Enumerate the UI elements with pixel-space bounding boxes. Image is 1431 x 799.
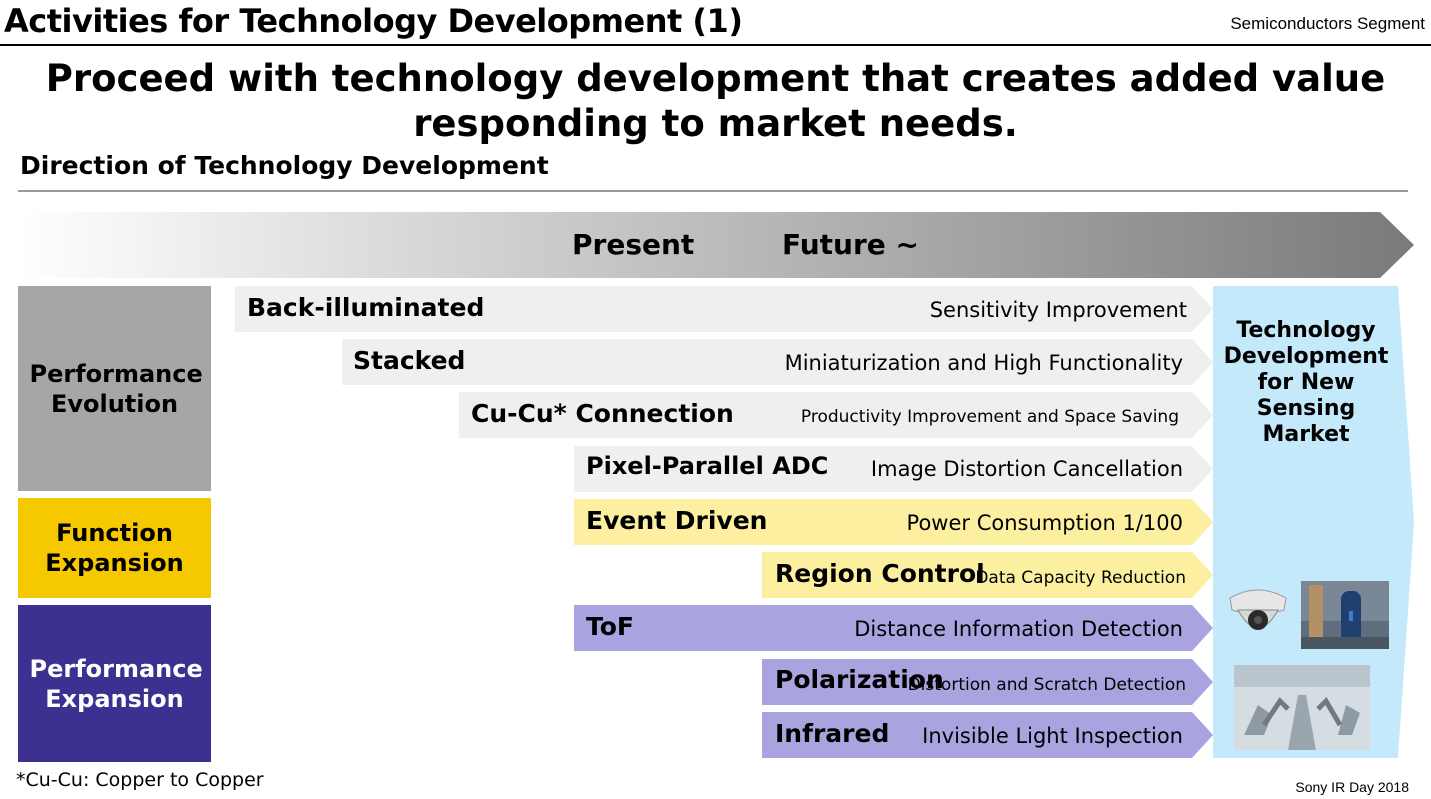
band-back-illuminated: [235, 286, 1213, 332]
segment-label: Semiconductors Segment: [1230, 14, 1425, 33]
tech-benefit: Productivity Improvement and Space Savin…: [800, 407, 1179, 427]
tech-name: Back-illuminated: [247, 293, 485, 322]
category-performance-expansion: Performance Expansion: [18, 605, 211, 762]
band-infrared: [762, 712, 1213, 758]
headline: Proceed with technology development that…: [45, 57, 1386, 145]
footnote: *Cu-Cu: Copper to Copper: [16, 769, 264, 791]
tech-benefit: Data Capacity Reduction: [975, 568, 1186, 588]
tech-name: Pixel-Parallel ADC: [586, 452, 829, 480]
tech-name: Cu-Cu* Connection: [471, 399, 734, 428]
page-title: Activities for Technology Development (1…: [4, 2, 743, 40]
category-label: Performance Evolution: [29, 359, 203, 418]
tech-name: ToF: [586, 612, 634, 641]
section-divider: [18, 190, 1408, 192]
tech-benefit: Miniaturization and High Functionality: [784, 351, 1183, 375]
timeline-future-label: Future ~: [782, 228, 919, 261]
tech-name: Polarization: [775, 665, 944, 694]
new-sensing-market-label: Technology Development for New Sensing M…: [1223, 318, 1389, 447]
tech-name: Region Control: [775, 559, 985, 588]
security-camera-image: [1224, 580, 1292, 646]
band-region-control: [762, 552, 1213, 598]
category-function-expansion: Function Expansion: [18, 498, 211, 598]
band-event-driven: [574, 499, 1213, 545]
tech-benefit: Distortion and Scratch Detection: [907, 675, 1186, 695]
timeline-arrow: [18, 212, 1414, 278]
band-stacked: [342, 339, 1213, 385]
category-label: Function Expansion: [45, 519, 184, 577]
tech-name: Stacked: [353, 346, 466, 375]
factory-robots-image: [1234, 665, 1370, 750]
tech-name: Infrared: [775, 719, 890, 748]
band-pixel-parallel-adc: [574, 446, 1213, 492]
footer-source: Sony IR Day 2018: [1295, 779, 1409, 795]
tech-benefit: Distance Information Detection: [854, 617, 1183, 641]
category-performance-evolution: Performance Evolution: [18, 286, 211, 491]
tech-benefit: Invisible Light Inspection: [922, 724, 1183, 748]
tech-benefit: Sensitivity Improvement: [929, 298, 1187, 322]
band-tof: [574, 605, 1213, 651]
depth-sensing-scene-image: [1301, 581, 1389, 649]
tech-benefit: Power Consumption 1/100: [906, 511, 1183, 535]
title-divider: [0, 44, 1431, 46]
section-title: Direction of Technology Development: [20, 151, 549, 180]
category-label: Performance Expansion: [29, 654, 203, 713]
tech-name: Event Driven: [586, 506, 768, 535]
tech-benefit: Image Distortion Cancellation: [870, 457, 1183, 481]
band-polarization: [762, 659, 1213, 705]
band-cu-cu-connection: [459, 392, 1213, 438]
timeline-present-label: Present: [572, 228, 695, 261]
